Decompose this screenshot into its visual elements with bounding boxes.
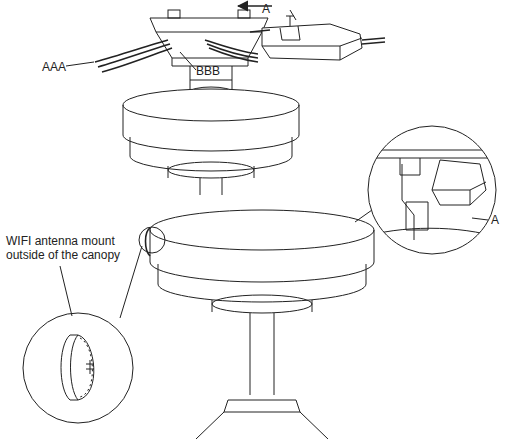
leader-line xyxy=(60,266,72,316)
part-label: BBB xyxy=(196,64,220,78)
detail-circle xyxy=(23,313,133,423)
leader-line xyxy=(472,218,488,220)
receiver-module xyxy=(250,16,385,60)
note-label: WIFI antenna mount outside of the canopy xyxy=(6,234,134,262)
part-label: AAA xyxy=(42,60,66,74)
leader-line xyxy=(120,246,142,318)
part-label: A xyxy=(262,2,270,16)
lower-canopy xyxy=(139,210,374,439)
detail-circle xyxy=(368,126,496,254)
receiver-in-canopy xyxy=(360,150,500,240)
leader-line xyxy=(66,10,296,70)
upper-canopy xyxy=(123,80,299,195)
part-label: A xyxy=(491,213,499,227)
wires xyxy=(95,40,258,72)
wifi-antenna xyxy=(61,335,94,400)
leader-line xyxy=(355,210,372,222)
